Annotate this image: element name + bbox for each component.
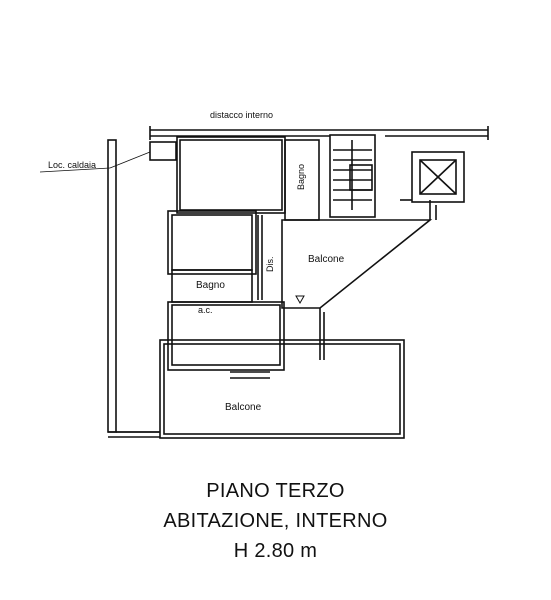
caption-floor: PIANO TERZO	[206, 480, 345, 502]
label-bagno-mid: Bagno	[196, 280, 225, 291]
outer-left-wall	[107, 139, 117, 433]
boiler-room	[149, 141, 177, 161]
caption-unit: ABITAZIONE, INTERNO	[163, 510, 388, 532]
stairwell	[329, 134, 376, 218]
caption-height: H 2.80 m	[233, 540, 318, 562]
room-top-left	[179, 139, 283, 211]
balcone-bottom-outline	[159, 339, 405, 439]
label-dis: Dis.	[265, 256, 275, 273]
room-ac	[171, 304, 281, 366]
label-ac: a.c.	[198, 305, 213, 315]
label-bagno-top: Bagno	[296, 163, 306, 190]
room-mid-left	[171, 214, 253, 271]
elevator-shaft	[411, 151, 465, 203]
label-balcone-mid: Balcone	[308, 254, 345, 265]
label-loc-caldaia: Loc. caldaia	[48, 160, 97, 170]
label-balcone-bottom: Balcone	[225, 402, 262, 413]
balcone-mid-outline	[281, 219, 433, 309]
label-distacco-interno: distacco interno	[210, 110, 274, 120]
